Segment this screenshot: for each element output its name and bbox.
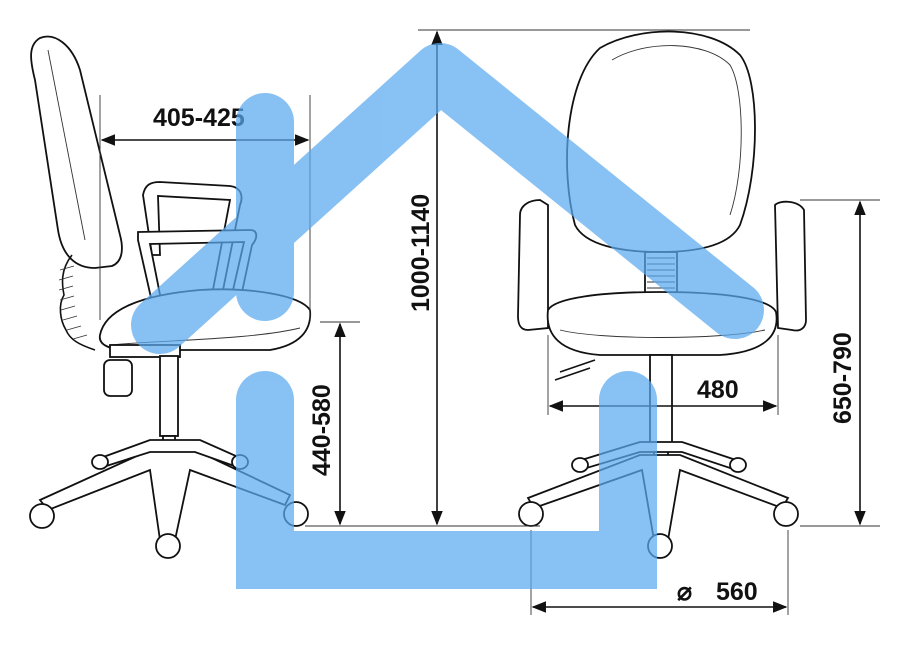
caster	[155, 533, 181, 559]
seat-depth-label: 405-425	[153, 104, 245, 132]
armrest-height-label: 650-790	[829, 332, 857, 424]
front-armrest-right	[774, 200, 807, 332]
diameter-symbol: ⌀	[677, 578, 692, 606]
dimension-lines	[99, 29, 880, 615]
front-base	[526, 454, 790, 541]
base-diameter-label: 560	[716, 578, 758, 606]
total-height-label: 1000-1140	[407, 194, 435, 312]
side-backrest	[30, 35, 123, 269]
seat-width-label: 480	[697, 376, 739, 404]
caster	[518, 501, 544, 527]
seat-height-label: 440-580	[308, 384, 336, 476]
house-logo-watermark	[131, 43, 764, 589]
front-armrest-left	[517, 199, 549, 331]
side-spring	[58, 254, 96, 351]
caster	[773, 501, 799, 527]
caster	[29, 503, 55, 529]
front-view-chair	[517, 30, 807, 559]
watermark-body	[236, 371, 657, 589]
